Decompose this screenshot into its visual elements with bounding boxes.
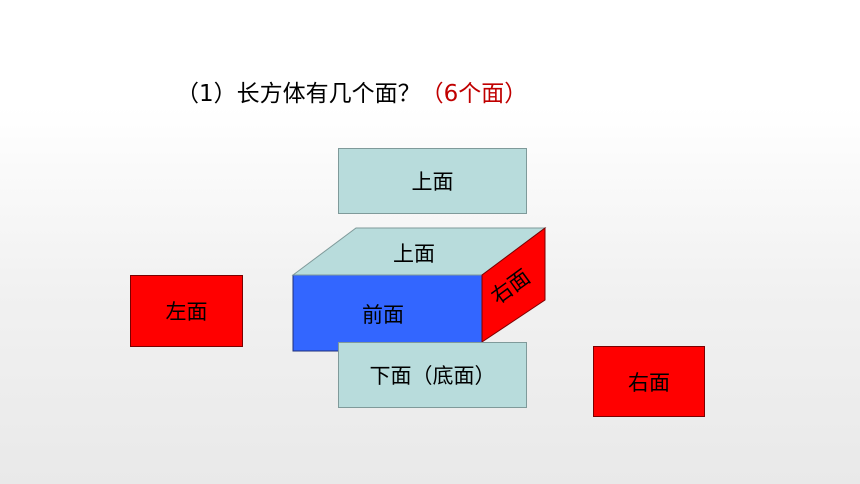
bottom-face-label: 下面（底面）: [369, 364, 496, 388]
question-text: （1）长方体有几个面？（6个面）: [176, 74, 527, 108]
top-face-label: 上面: [411, 170, 454, 194]
cuboid-front-label: 前面: [362, 303, 404, 327]
left-face-label: 左面: [165, 300, 208, 324]
right-face-detached: 右面: [593, 346, 705, 417]
question-answer: （6个面）: [420, 81, 528, 107]
cuboid-right-label: 右面: [486, 264, 535, 309]
bottom-face: 下面（底面）: [338, 342, 527, 408]
question-prefix: （1）长方体有几个面？: [176, 81, 421, 107]
left-face: 左面: [130, 275, 243, 347]
top-face-detached: 上面: [338, 148, 527, 214]
cuboid-top-label: 上面: [393, 242, 435, 266]
right-face-label: 右面: [628, 370, 670, 395]
